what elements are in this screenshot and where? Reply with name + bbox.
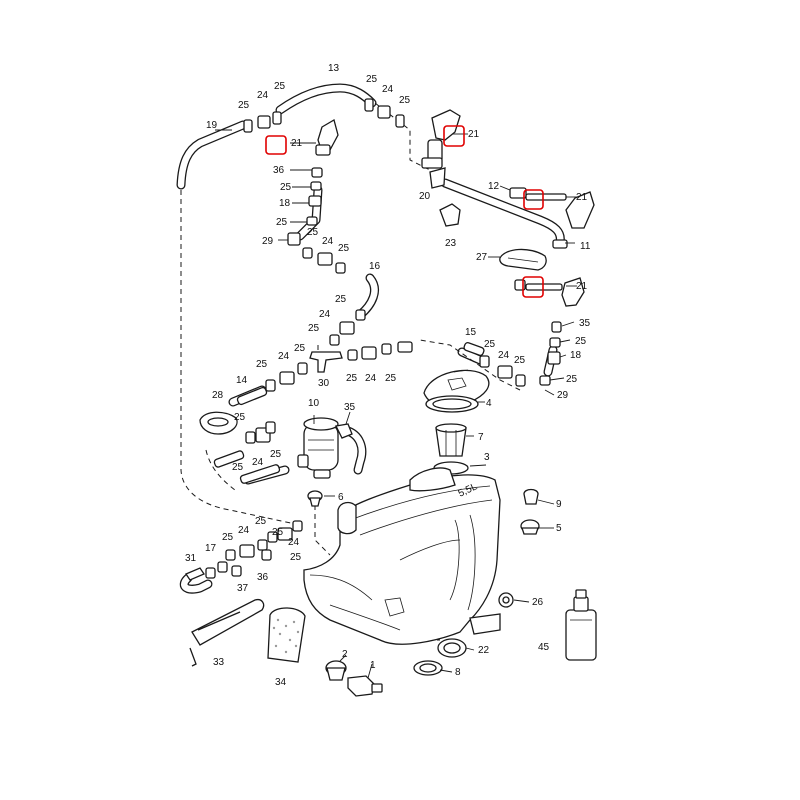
part-label: 20 bbox=[419, 191, 431, 202]
part-label: 35 bbox=[344, 402, 356, 413]
highlight-box-2 bbox=[443, 125, 465, 147]
part-label: 27 bbox=[476, 252, 488, 263]
part-label: 24 bbox=[257, 90, 269, 101]
part-label: 36 bbox=[257, 572, 269, 583]
part-label: 29 bbox=[262, 236, 274, 247]
part-label: 13 bbox=[328, 63, 340, 74]
part-label: 24 bbox=[252, 457, 264, 468]
part-label: 28 bbox=[212, 390, 224, 401]
washer-fluid-tank: 5,5L bbox=[303, 467, 501, 645]
part-label: 7 bbox=[478, 432, 484, 443]
part-label: 25 bbox=[256, 359, 268, 370]
part-label: 21 bbox=[576, 192, 588, 203]
part-label: 45 bbox=[538, 642, 550, 653]
part-label: 16 bbox=[369, 261, 381, 272]
part-label: 23 bbox=[445, 238, 457, 249]
part-label: 29 bbox=[557, 390, 569, 401]
part-label: 24 bbox=[382, 84, 394, 95]
part-label: 24 bbox=[322, 236, 334, 247]
part-label: 6 bbox=[338, 492, 344, 503]
grommets-and-sensors bbox=[325, 488, 540, 697]
part-label: 25 bbox=[514, 355, 526, 366]
part-label: 35 bbox=[579, 318, 591, 329]
part-label: 22 bbox=[478, 645, 490, 656]
part-label: 25 bbox=[270, 449, 282, 460]
washer-pump bbox=[297, 417, 339, 507]
part-label: 25 bbox=[272, 527, 284, 538]
part-label: 24 bbox=[278, 351, 290, 362]
part-label: 5 bbox=[556, 523, 562, 534]
part-label: 25 bbox=[399, 95, 411, 106]
part-label: 25 bbox=[566, 374, 578, 385]
part-label: 30 bbox=[318, 378, 330, 389]
part-label: 37 bbox=[237, 583, 249, 594]
part-label: 4 bbox=[486, 398, 492, 409]
highlight-boxes bbox=[265, 125, 544, 298]
fluid-bottle bbox=[565, 589, 597, 661]
part-label: 31 bbox=[185, 553, 197, 564]
part-label: 25 bbox=[575, 336, 587, 347]
part-label: 25 bbox=[294, 343, 306, 354]
hose-35-elbow bbox=[335, 423, 353, 439]
part-label: 25 bbox=[366, 74, 378, 85]
part-label: 25 bbox=[274, 81, 286, 92]
part-label: 12 bbox=[488, 181, 500, 192]
part-label: 26 bbox=[532, 597, 544, 608]
part-label: 10 bbox=[308, 398, 320, 409]
part-label: 24 bbox=[319, 309, 331, 320]
part-label: 25 bbox=[385, 373, 397, 384]
part-label: 24 bbox=[498, 350, 510, 361]
hose-clamps bbox=[205, 98, 562, 579]
part-label: 21 bbox=[291, 138, 303, 149]
highlight-box-3 bbox=[523, 189, 544, 210]
part-label: 25 bbox=[307, 227, 319, 238]
part-label: 9 bbox=[556, 499, 562, 510]
part-label: 21 bbox=[468, 129, 480, 140]
part-label: 33 bbox=[213, 657, 225, 668]
part-label: 25 bbox=[232, 462, 244, 473]
part-label: 24 bbox=[288, 537, 300, 548]
washer-nozzles bbox=[315, 109, 595, 307]
part-label: 18 bbox=[279, 198, 291, 209]
part-label: 25 bbox=[276, 217, 288, 228]
part-label: 2 bbox=[342, 649, 348, 660]
small-fittings bbox=[429, 167, 568, 271]
part-label: 24 bbox=[238, 525, 250, 536]
part-label: 25 bbox=[222, 532, 234, 543]
part-label: 25 bbox=[335, 294, 347, 305]
part-label: 25 bbox=[308, 323, 320, 334]
pad-texture bbox=[272, 618, 300, 654]
part-label: 14 bbox=[236, 375, 248, 386]
part-label: 25 bbox=[234, 412, 246, 423]
straight-hoses bbox=[213, 342, 485, 484]
part-label: 11 bbox=[580, 241, 591, 252]
highlight-box-4 bbox=[522, 276, 544, 298]
part-label: 15 bbox=[465, 327, 477, 338]
part-label: 25 bbox=[280, 182, 292, 193]
part-label: 18 bbox=[570, 350, 582, 361]
lower-left-parts bbox=[185, 567, 306, 667]
part-label: 34 bbox=[275, 677, 287, 688]
part-label: 8 bbox=[455, 667, 461, 678]
part-label: 25 bbox=[346, 373, 358, 384]
part-label: 24 bbox=[365, 373, 377, 384]
part-label: 1 bbox=[370, 660, 376, 671]
part-label: 21 bbox=[576, 281, 588, 292]
part-label: 36 bbox=[273, 165, 285, 176]
leader-lines bbox=[215, 129, 577, 679]
part-labels: 19 25 24 25 13 25 24 25 21 21 21 21 36 2… bbox=[185, 63, 591, 688]
part-label: 17 bbox=[205, 543, 217, 554]
part-label: 25 bbox=[290, 552, 302, 563]
part-label: 19 bbox=[206, 120, 218, 131]
part-label: 3 bbox=[484, 452, 490, 463]
part-label: 25 bbox=[484, 339, 496, 350]
highlight-box-1 bbox=[265, 135, 287, 155]
t-piece-30 bbox=[309, 351, 343, 373]
part-label: 25 bbox=[238, 100, 250, 111]
part-label: 25 bbox=[338, 243, 350, 254]
part-label: 25 bbox=[255, 516, 267, 527]
